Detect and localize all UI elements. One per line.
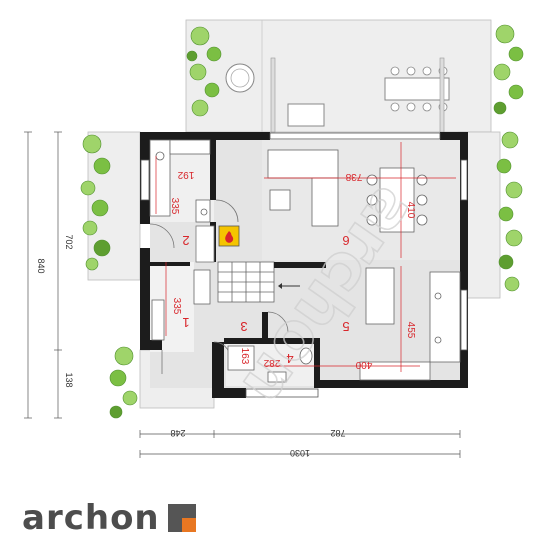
room-number-6: 6	[342, 233, 349, 248]
red-dimension-lines	[155, 142, 456, 372]
dim-bottom-left: 248	[170, 428, 185, 438]
garden-table	[225, 63, 255, 93]
washbasin	[267, 371, 287, 383]
room-dimension-labels: 192 335 738 410 335 282 163 455 400	[169, 169, 416, 370]
brand-logo: archon	[22, 498, 196, 538]
kitchen-fridge	[195, 199, 211, 223]
dim-kitchen-width: 192	[177, 169, 194, 180]
room-number-3: 3	[240, 319, 247, 334]
dim-hall-width: 400	[355, 359, 372, 370]
garden-table-inner	[230, 68, 250, 88]
shower	[227, 345, 255, 371]
dining-chairs	[366, 174, 428, 226]
dim-left-lower: 138	[64, 372, 74, 387]
room-number-2: 2	[182, 233, 189, 248]
right-sink	[434, 292, 442, 300]
dim-bath-width: 282	[263, 357, 280, 368]
utility-counter	[359, 361, 431, 381]
storage-unit	[193, 269, 211, 305]
stove-icon	[200, 208, 208, 216]
wardrobe	[151, 299, 165, 341]
dim-kitchen-depth: 335	[169, 198, 180, 215]
toilet	[299, 347, 313, 365]
dim-left-total: 840	[36, 258, 46, 273]
dim-bath-height: 163	[239, 348, 250, 365]
room-number-1: 1	[182, 315, 189, 330]
dim-dining-depth: 455	[405, 322, 416, 339]
dining-table	[379, 167, 415, 233]
room-number-5: 5	[342, 319, 349, 334]
logo-accent	[181, 518, 196, 532]
dim-bottom-right: 782	[330, 428, 345, 438]
right-kitchen-counter	[429, 271, 461, 363]
logo-square-icon	[167, 504, 196, 532]
kitchen-counter	[149, 139, 171, 217]
dim-living-depth: 410	[405, 202, 416, 219]
sofa-side	[311, 177, 339, 227]
external-dimension-labels: 702 840 138 248 782 1030	[36, 234, 346, 458]
pergola-post-left	[270, 57, 276, 133]
pergola-post-right	[439, 57, 445, 133]
coffee-table	[269, 189, 291, 211]
fireplace-niche	[195, 225, 215, 263]
external-dimension-lines	[24, 131, 461, 458]
dim-left-upper: 702	[64, 234, 74, 249]
staircase	[217, 261, 275, 303]
garden-greenery	[80, 24, 524, 419]
dim-living-width: 738	[345, 171, 362, 182]
logo-text: archon	[22, 498, 160, 538]
stair-railing	[274, 262, 326, 268]
outdoor-bench	[287, 103, 325, 127]
sofa	[267, 149, 339, 179]
room-labels: 1 2 3 4 5 6	[182, 233, 349, 366]
room-number-4: 4	[286, 351, 293, 366]
dim-stair-depth: 335	[171, 298, 182, 315]
windows	[140, 132, 468, 398]
stair-arrow-head	[278, 283, 282, 289]
kitchen-counter-top	[169, 139, 211, 155]
flame-icon	[225, 231, 234, 243]
right-hob	[434, 336, 442, 344]
dim-bottom-total: 1030	[290, 448, 310, 458]
outdoor-dining-table	[384, 77, 450, 101]
kitchen-island	[365, 267, 395, 325]
